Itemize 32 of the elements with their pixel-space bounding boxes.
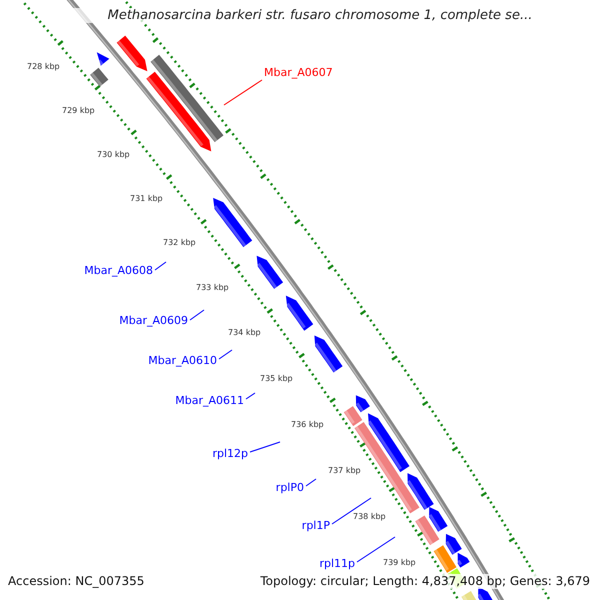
scale-label: 734 kbp xyxy=(228,328,261,338)
gene-label: rplP0 xyxy=(276,481,304,494)
genome-summary: Topology: circular; Length: 4,837,408 bp; Genes: 3,679 xyxy=(260,574,590,589)
leader-line xyxy=(306,478,316,486)
leader-line xyxy=(246,392,256,400)
gene-label: rpl12p xyxy=(212,447,248,460)
leader-line xyxy=(154,262,166,270)
leader-line xyxy=(356,536,396,562)
accession-label: Accession: NC_007355 xyxy=(8,574,144,589)
gene-label: Mbar_A0608 xyxy=(84,264,153,277)
scale-label: 729 kbp xyxy=(62,106,95,116)
scale-label: 733 kbp xyxy=(196,283,229,293)
leader-line xyxy=(250,442,280,452)
gene-label: Mbar_A0611 xyxy=(175,394,244,407)
gene-label: rpl11p xyxy=(319,557,355,570)
leader-line xyxy=(332,498,372,524)
scale-label: 735 kbp xyxy=(260,374,293,384)
scale-label: 736 kbp xyxy=(291,420,324,430)
scale-label: 728 kbp xyxy=(27,62,60,72)
leader-line xyxy=(218,350,232,360)
scale-label: 730 kbp xyxy=(97,150,130,160)
leader-line xyxy=(190,310,204,320)
scale-label: 738 kbp xyxy=(353,512,386,522)
scale-label: 737 kbp xyxy=(328,466,361,476)
leader-line xyxy=(224,80,262,106)
gene-label: Mbar_A0609 xyxy=(119,314,188,327)
scale-label: 731 kbp xyxy=(130,194,163,204)
scale-label: 739 kbp xyxy=(383,558,416,568)
scale-label: 732 kbp xyxy=(163,238,196,248)
gene-label: rpl1P xyxy=(302,519,330,532)
gene-label: Mbar_A0610 xyxy=(148,354,217,367)
gene-label: Mbar_A0607 xyxy=(264,66,333,79)
